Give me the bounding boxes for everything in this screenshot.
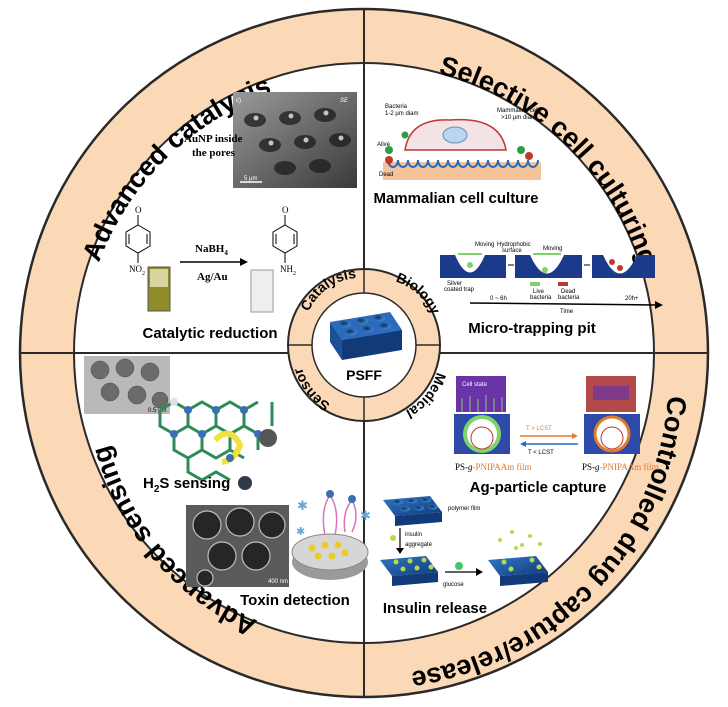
live-bacteria-line2: bacteria — [530, 295, 552, 301]
insulin-aggregate-line1: insulin — [405, 532, 422, 538]
time-axis-label: Time — [560, 309, 574, 315]
ag-capture-caption: Ag-particle capture — [470, 479, 607, 496]
bacteria-label-line1: Bacteria — [385, 104, 408, 110]
hydrophobic-line1: Hydrophobic — [497, 242, 531, 248]
moving-label-1: Moving — [475, 242, 494, 248]
aunp-note-line1: AuNP inside — [184, 133, 242, 145]
panel-h2s-sensing: 0.5 µm H2S sensing — [84, 356, 277, 495]
toxin-scale-bar: 400 nm — [268, 579, 288, 585]
insulin-caption: Insulin release — [383, 600, 487, 617]
sem-panel-label: c) — [236, 98, 241, 104]
live-bacteria-line1: Live — [533, 289, 545, 295]
left-molecule-top-label: O — [135, 205, 142, 215]
alive-label: Alive — [377, 142, 391, 148]
hydrophobic-line2: surface — [502, 248, 522, 254]
aminophenolate-structure — [272, 215, 298, 263]
panel-micro-trap: Hydrophobic surface Moving Moving Silver… — [440, 242, 663, 337]
dead-bacteria-line2: bacteria — [558, 295, 580, 301]
h2s-molecule — [259, 429, 277, 447]
bacteria-label-line2: 1-2 µm diam — [385, 111, 418, 117]
reagent-top: NaBH4 — [195, 243, 228, 257]
silver-trap-line2: coated trap — [444, 287, 475, 293]
cell-culture-caption: Mammalian cell culture — [373, 190, 538, 207]
dead-label: Dead — [379, 172, 393, 178]
mammal-label-line1: Mammalian cells — [497, 108, 542, 114]
psff-porous-film-icon — [330, 312, 402, 360]
catalysis-caption: Catalytic reduction — [142, 325, 277, 342]
aunp-note-line2: the pores — [192, 147, 236, 159]
svg-text:✱: ✱ — [296, 525, 305, 538]
moving-label-2: Moving — [543, 246, 562, 252]
cell-nucleus — [442, 126, 468, 144]
film-label-right: PS-g-PNIPAAm film — [582, 462, 658, 472]
silver-trap-line1: Silver — [447, 281, 462, 287]
svg-text:✱: ✱ — [360, 509, 371, 524]
loaded-film-block — [380, 556, 438, 586]
insulin-aggregate-line2: aggregate — [405, 542, 433, 548]
cell-state-box — [456, 376, 506, 412]
t-above-lcst: T > LCST — [526, 426, 552, 432]
time-end: 20h+ — [625, 296, 639, 302]
left-molecule-bottom-label: NO2 — [129, 264, 145, 277]
lattice-atoms — [170, 398, 262, 462]
h2s-scale-bar: 0.5 µm — [148, 408, 166, 414]
released-film-block — [488, 556, 548, 586]
center-label: PSFF — [346, 367, 382, 383]
sem-scale-bar: 5 µm — [244, 176, 257, 182]
right-molecule-top-label: O — [282, 205, 289, 215]
t-below-lcst: T < LCST — [528, 450, 554, 456]
time-start: 0 ~ 6h — [490, 296, 507, 302]
panel-toxin-detection: 400 nm ✱ ✱ ✱ Toxin detection — [186, 490, 371, 609]
nitrophenolate-structure — [125, 215, 151, 263]
panel-catalysis: c) SE 5 µm AuNP inside the pores O NO2 N… — [125, 92, 357, 342]
reagent-bottom: Ag/Au — [197, 271, 228, 283]
sem-corner-label: SE — [340, 98, 349, 104]
trap-caption: Micro-trapping pit — [468, 320, 596, 337]
cell-state-label: Cell state — [462, 382, 488, 388]
so2-molecule — [238, 476, 252, 490]
polymer-film-label: polymer film — [448, 506, 480, 512]
dead-bacteria-line1: Dead — [561, 289, 575, 295]
film-label-left: PS-g-PNIPAAm film — [455, 462, 531, 472]
svg-text:✱: ✱ — [297, 499, 308, 514]
toxin-caption: Toxin detection — [240, 592, 350, 609]
clear-vial — [250, 269, 274, 313]
glucose-label: glucose — [443, 582, 464, 588]
h2s-caption: H2S sensing — [143, 475, 230, 495]
glucose-particle — [455, 562, 463, 570]
right-molecule-bottom-label: NH2 — [280, 264, 296, 277]
panel-ag-capture: Cell state T > LCST T < LCST PS-g-PNIPAA… — [454, 376, 658, 496]
panel-insulin-release: polymer film insulin aggregate glucose I… — [380, 496, 548, 617]
panel-cell-culture: Bacteria 1-2 µm diam Mammalian cells >10… — [373, 104, 541, 207]
mammal-label-line2: >10 µm diam — [501, 115, 536, 121]
polymer-film-block — [383, 496, 442, 526]
time-arrow — [469, 302, 656, 306]
